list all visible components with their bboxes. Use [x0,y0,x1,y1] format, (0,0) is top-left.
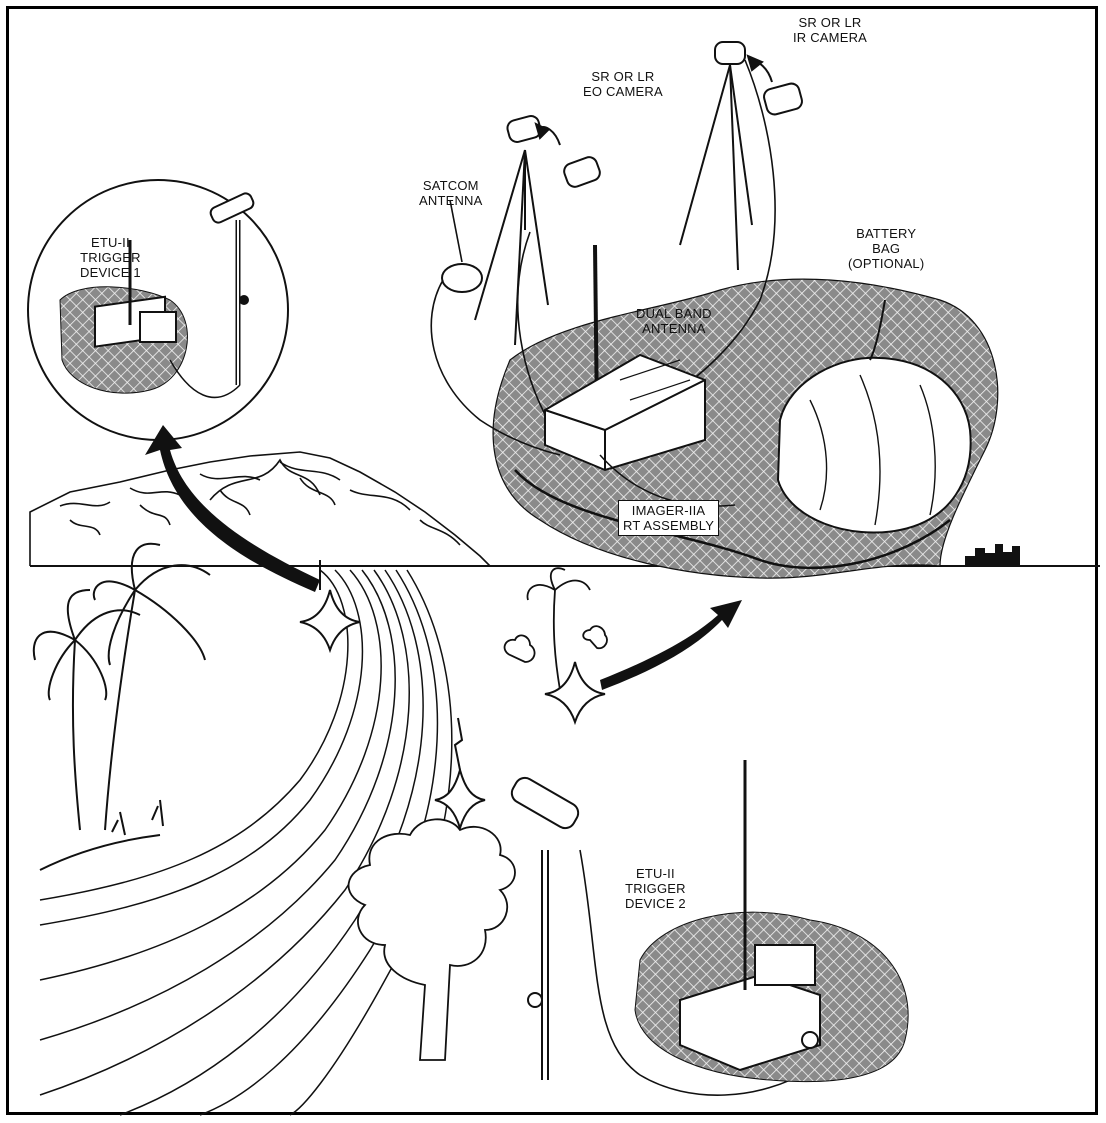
label-etu-device-1: ETU-II TRIGGER DEVICE 1 [80,235,141,280]
tree-outline [349,819,515,1060]
label-imager-rt-assembly: IMAGER-IIA RT ASSEMBLY [618,500,719,536]
etu-device-2 [635,760,908,1082]
ir-camera-tripod [680,42,804,270]
palm-trees [34,544,210,870]
etu-device-1-inset [28,180,288,440]
signal-stars [300,560,605,828]
eo-camera-tripod [475,114,602,345]
label-ir-camera: SR OR LR IR CAMERA [793,15,867,45]
label-battery-bag: BATTERY BAG (OPTIONAL) [848,226,924,271]
label-satcom-antenna: SATCOM ANTENNA [419,178,483,208]
label-etu-device-2: ETU-II TRIGGER DEVICE 2 [625,866,686,911]
city-skyline [965,544,1020,566]
signal-arrow-to-rt [600,600,742,690]
label-dual-band-antenna: DUAL BAND ANTENNA [636,306,712,336]
small-palm [505,568,607,690]
label-eo-camera: SR OR LR EO CAMERA [583,69,663,99]
